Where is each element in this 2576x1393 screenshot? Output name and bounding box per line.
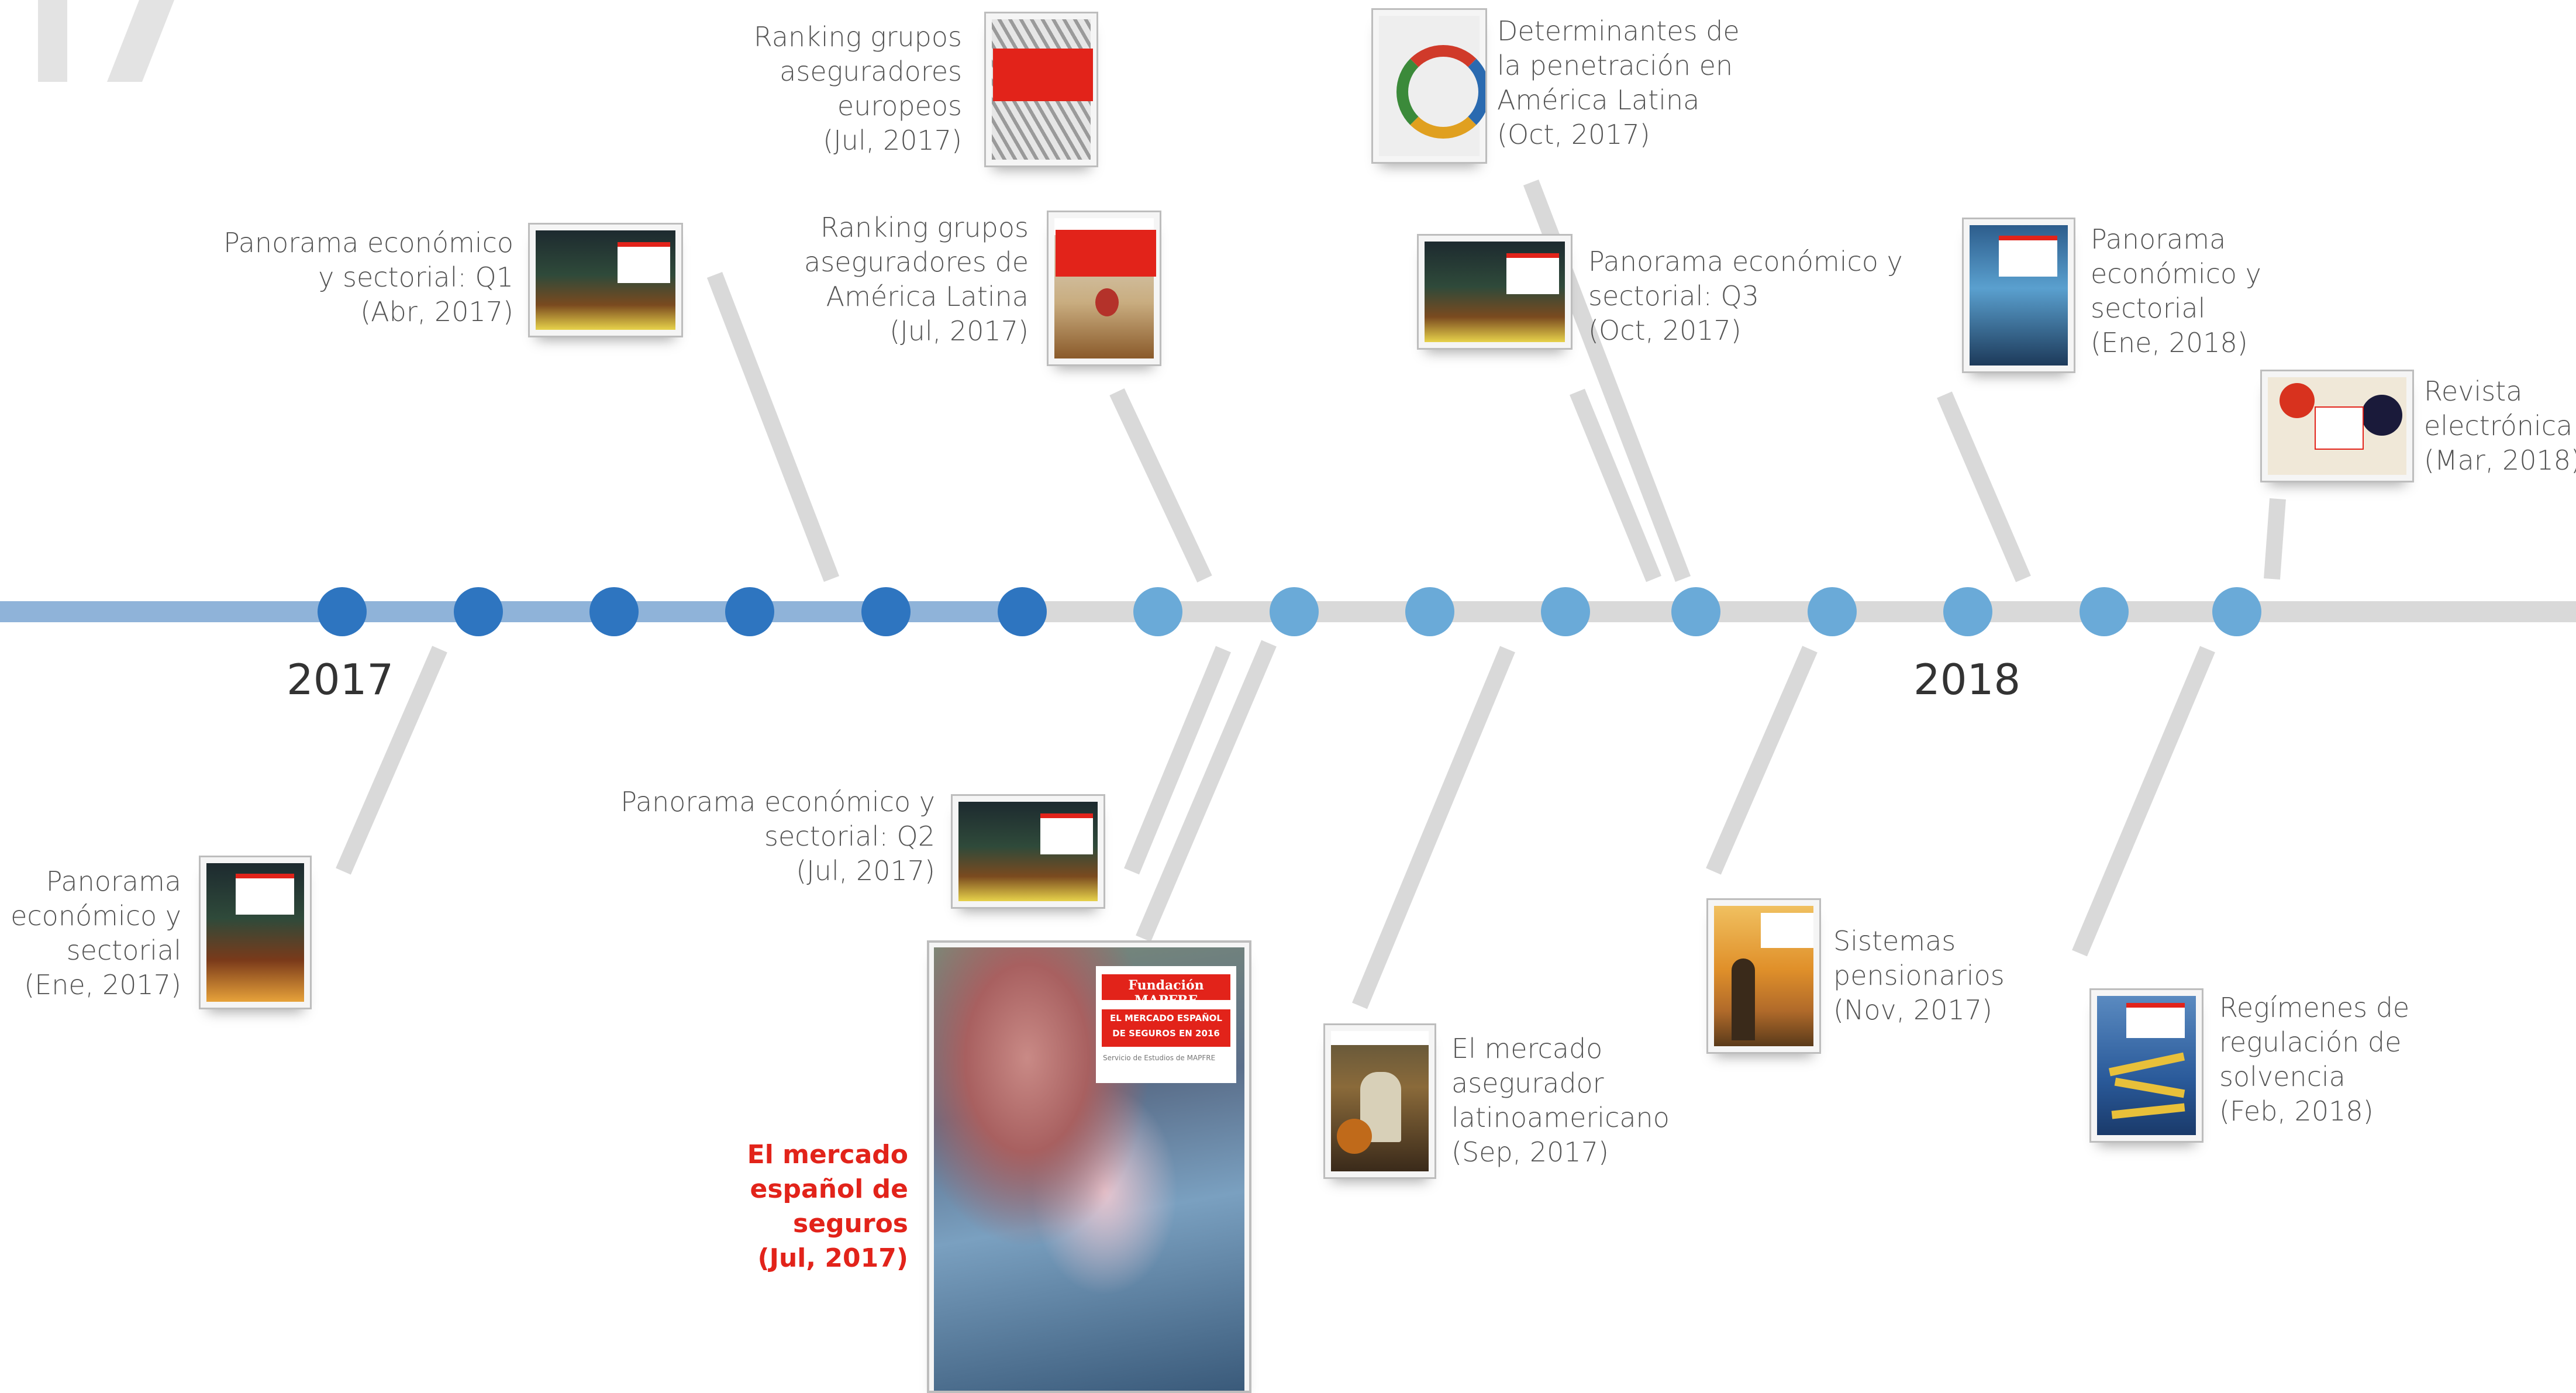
timeline-dot xyxy=(725,587,774,636)
timeline-dot xyxy=(861,587,911,636)
cover-q1-2017[interactable] xyxy=(528,223,683,337)
big-cover-title-2: DE SEGUROS EN 2016 xyxy=(1112,1028,1220,1039)
connector-line xyxy=(1706,646,1818,875)
timeline-dot xyxy=(1671,587,1720,636)
label-q2-2017: Panorama económico y sectorial: Q2 (Jul,… xyxy=(620,786,935,887)
label-ranking-europeos: Ranking grupos aseguradores europeos (Ju… xyxy=(753,21,962,156)
connector-line xyxy=(336,646,447,875)
label-determinantes: Determinantes de la penetración en Améri… xyxy=(1497,15,1740,150)
label-solvencia: Regímenes de regulación de solvencia (Fe… xyxy=(2219,992,2410,1127)
cover-revista[interactable] xyxy=(2260,370,2414,482)
timeline-dot xyxy=(454,587,503,636)
big-cover-panel: Fundación MAPFRE EL MERCADO ESPAÑOL DE S… xyxy=(1096,966,1236,1083)
label-ranking-latam: Ranking grupos aseguradores de América L… xyxy=(804,212,1029,347)
cover-determinantes[interactable] xyxy=(1371,8,1487,164)
cover-mercado-espanol[interactable]: Fundación MAPFRE EL MERCADO ESPAÑOL DE S… xyxy=(927,940,1251,1393)
timeline-dot xyxy=(1133,587,1182,636)
timeline-dot xyxy=(2080,587,2129,636)
label-mercado-espanol: El mercado español de seguros (Jul, 2017… xyxy=(747,1140,908,1273)
label-pensionarios: Sistemas pensionarios (Nov, 2017) xyxy=(1833,925,2005,1026)
year-label-2017: 2017 xyxy=(287,655,394,704)
label-mercado-latam: El mercado asegurador latinoamericano (S… xyxy=(1451,1033,1670,1168)
cover-pensionarios[interactable] xyxy=(1706,898,1821,1054)
timeline-dot xyxy=(2212,587,2261,636)
big-cover-subtitle: Servicio de Estudios de MAPFRE xyxy=(1103,1054,1216,1062)
timeline-dot xyxy=(1270,587,1319,636)
timeline-dot xyxy=(1405,587,1454,636)
cover-q2-2017[interactable] xyxy=(951,794,1105,909)
timeline-dot xyxy=(1808,587,1857,636)
timeline-dot xyxy=(1541,587,1590,636)
cover-ene-2017[interactable] xyxy=(199,856,312,1009)
cover-mercado-latam[interactable] xyxy=(1323,1023,1436,1179)
connector-line xyxy=(2264,498,2286,580)
big-cover-brand: Fundación MAPFRE xyxy=(1128,978,1204,1008)
label-revista: Revista electrónica (Mar, 2018) xyxy=(2424,375,2576,476)
timeline-dots xyxy=(318,587,2261,636)
cover-solvencia[interactable] xyxy=(2089,988,2203,1143)
timeline-dot xyxy=(1943,587,1992,636)
connector-line xyxy=(1136,640,1277,942)
connector-line xyxy=(1937,391,2031,582)
connector-lines xyxy=(336,179,2286,1009)
cover-ranking-latam[interactable] xyxy=(1047,211,1161,366)
cover-q3-2017[interactable] xyxy=(1417,234,1573,350)
connector-line xyxy=(706,271,840,582)
label-q3-2017: Panorama económico y sectorial: Q3 (Oct,… xyxy=(1588,246,1903,346)
big-cover-title-1: EL MERCADO ESPAÑOL xyxy=(1110,1013,1222,1023)
connector-line xyxy=(1109,388,1212,582)
label-q1-2017: Panorama económico y sectorial: Q1 (Abr,… xyxy=(223,227,513,327)
cover-ranking-europeos[interactable] xyxy=(984,12,1098,167)
connector-line xyxy=(1124,646,1231,875)
label-ene-2018: Panorama económico y sectorial (Ene, 201… xyxy=(2091,223,2261,358)
corner-decoration xyxy=(38,0,174,82)
connector-line xyxy=(2072,646,2215,957)
label-ene-2017: Panorama económico y sectorial (Ene, 201… xyxy=(11,866,181,1001)
year-label-2018: 2018 xyxy=(1913,655,2021,704)
timeline-dot xyxy=(998,587,1047,636)
connector-line xyxy=(1570,388,1661,582)
cover-ene-2018[interactable] xyxy=(1962,218,2075,373)
timeline-dot xyxy=(318,587,367,636)
connector-line xyxy=(1352,646,1515,1009)
timeline-dot xyxy=(589,587,639,636)
